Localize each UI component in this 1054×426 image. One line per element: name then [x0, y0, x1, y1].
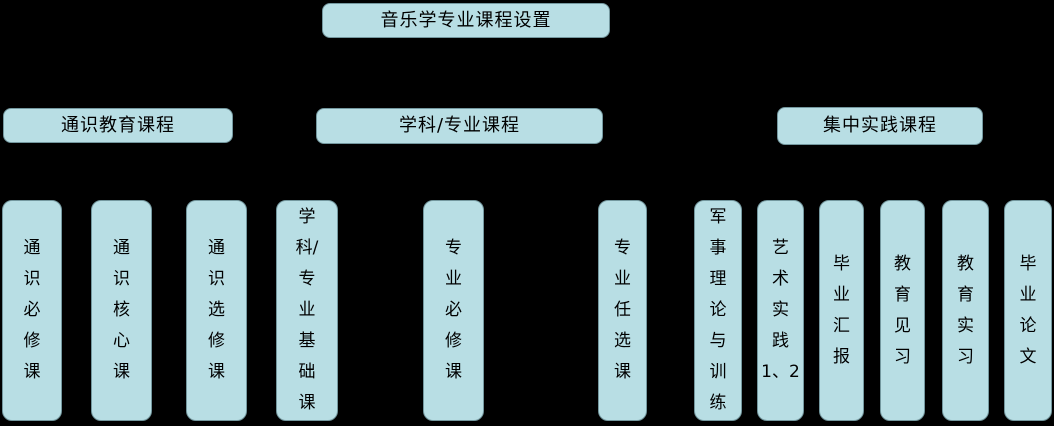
category-node-concentrated-practice: 集中实践课程	[777, 107, 983, 145]
root-node-curriculum-title: 音乐学专业课程设置	[322, 3, 610, 38]
course-node-education-internship: 教 育 实 习	[942, 200, 989, 421]
course-node-military-theory-training: 军 事 理 论 与 训 练	[694, 200, 742, 421]
course-node-education-observation: 教 育 见 习	[880, 200, 925, 421]
course-node-major-required: 专 业 必 修 课	[423, 200, 484, 421]
course-node-major-elective: 专 业 任 选 课	[598, 200, 647, 421]
course-node-general-elective: 通 识 选 修 课	[186, 200, 247, 421]
course-node-general-required: 通 识 必 修 课	[2, 200, 62, 421]
course-node-discipline-foundation: 学 科/ 专 业 基 础 课	[276, 200, 338, 421]
category-node-discipline-major: 学科/专业课程	[316, 108, 603, 144]
course-node-art-practice: 艺 术 实 践 1、2	[757, 200, 804, 421]
course-node-graduation-thesis: 毕 业 论 文	[1004, 200, 1052, 421]
course-node-graduation-report: 毕 业 汇 报	[819, 200, 864, 421]
course-node-general-core: 通 识 核 心 课	[91, 200, 152, 421]
category-node-general-education: 通识教育课程	[3, 108, 233, 143]
